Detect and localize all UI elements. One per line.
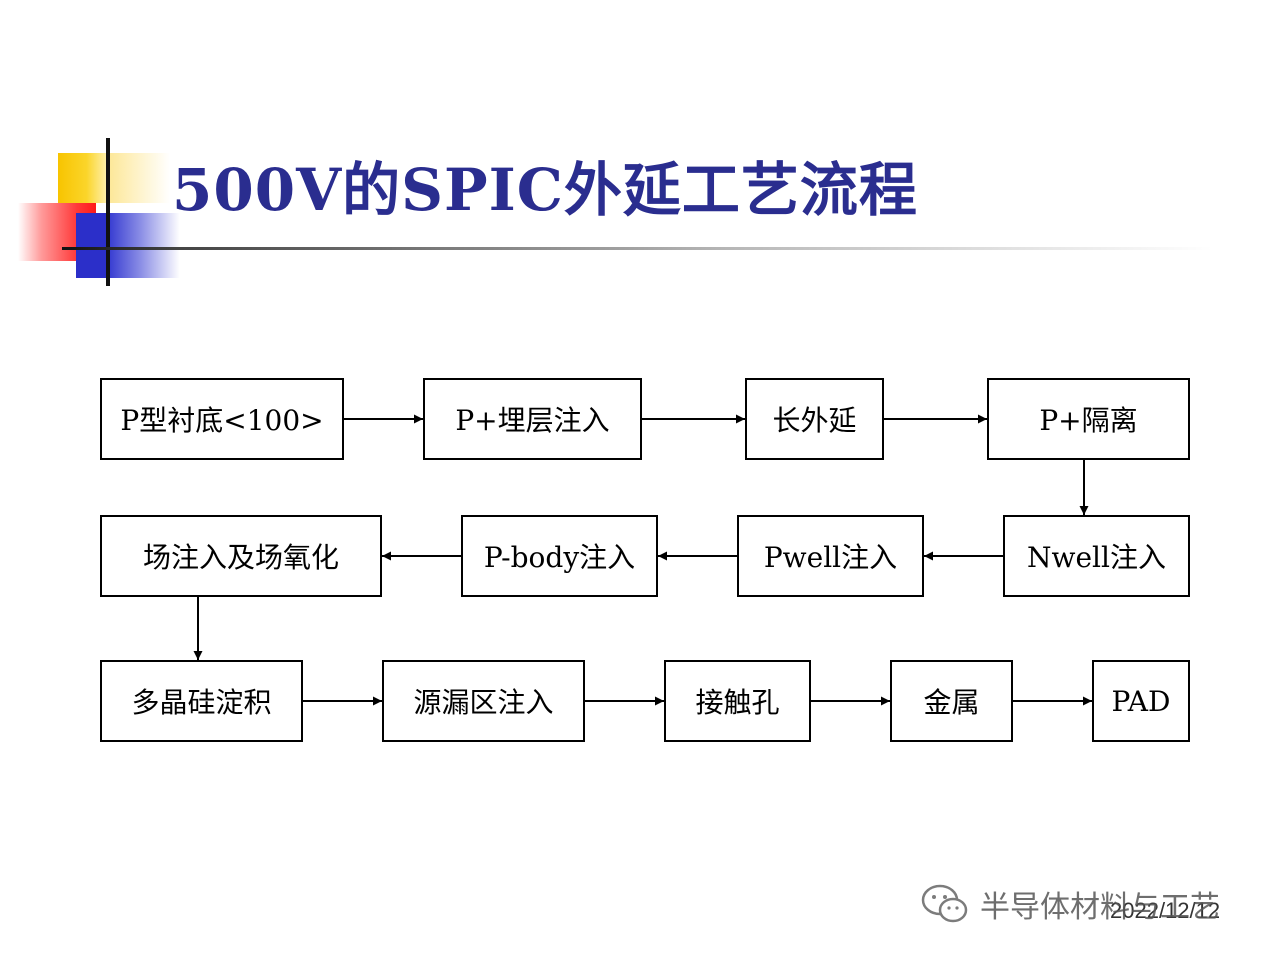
step-metal: 金属 [890, 660, 1013, 742]
watermark-text: 半导体材料与工艺 [980, 890, 1220, 925]
decor-blue-square [76, 213, 110, 278]
step-pwell-implant: Pwell注入 [737, 515, 924, 597]
step-nwell-implant: Nwell注入 [1003, 515, 1190, 597]
title-underline [62, 247, 1212, 250]
step-p-body-implant: P-body注入 [461, 515, 658, 597]
watermark: 半导体材料与工艺 [920, 880, 1220, 928]
step-p-plus-buried-layer: P+埋层注入 [423, 378, 642, 460]
step-epitaxy: 长外延 [745, 378, 884, 460]
slide-date: 2022/12/12 [1110, 898, 1221, 923]
wechat-icon [921, 884, 968, 923]
step-contact-hole: 接触孔 [664, 660, 811, 742]
slide-title: 500V的SPIC外延工艺流程 [172, 156, 918, 224]
step-p-substrate: P型衬底<100> [100, 378, 344, 460]
step-source-drain-implant: 源漏区注入 [382, 660, 585, 742]
step-polysilicon-deposition: 多晶硅淀积 [100, 660, 303, 742]
step-field-implant-oxidation: 场注入及场氧化 [100, 515, 382, 597]
decor-yellow-square [58, 153, 110, 203]
decor-blue-fade [110, 213, 180, 278]
decor-yellow-fade [110, 153, 170, 203]
step-p-plus-isolation: P+隔离 [987, 378, 1190, 460]
step-pad: PAD [1092, 660, 1190, 742]
decor-vertical-line [106, 138, 110, 286]
